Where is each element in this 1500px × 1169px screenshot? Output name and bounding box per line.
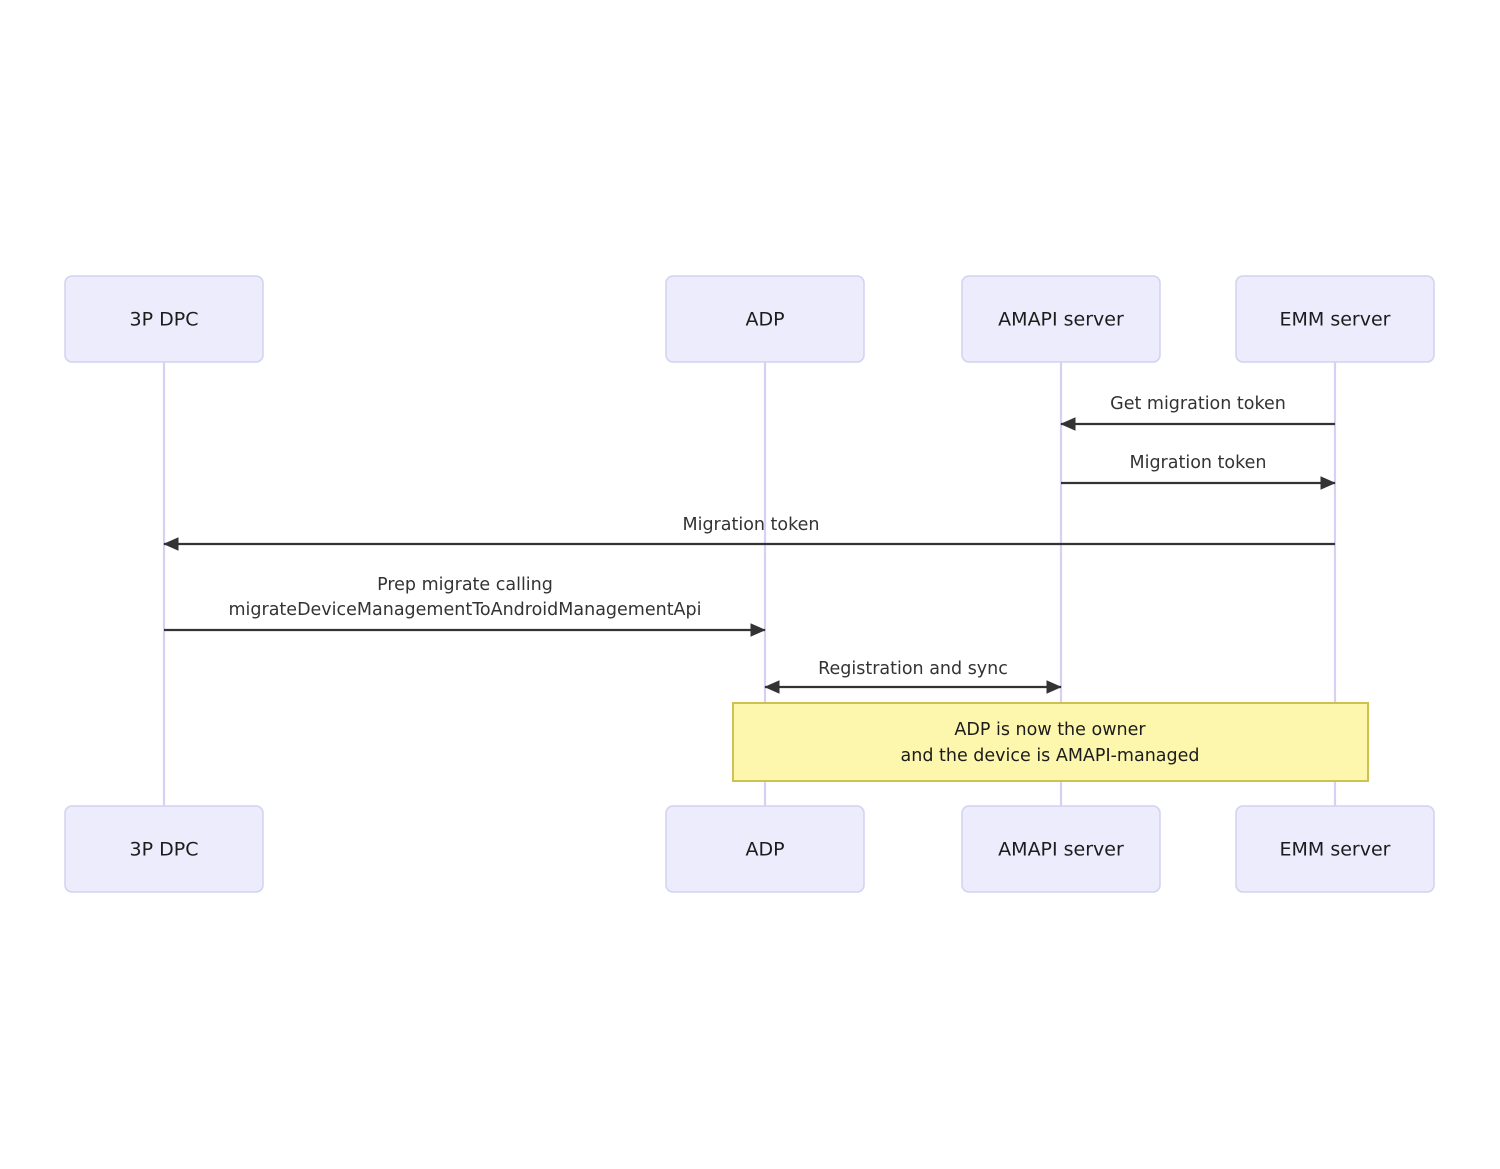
- participant-boxes-bottom: 3P DPC ADP AMAPI server EMM server: [64, 805, 1435, 893]
- participant-box: [1235, 805, 1435, 893]
- message-m2[interactable]: Migration token: [1061, 453, 1336, 490]
- note-box: [732, 702, 1369, 782]
- participant-dpc-bottom[interactable]: 3P DPC: [64, 805, 264, 893]
- message-label-m2: Migration token: [1129, 453, 1266, 473]
- participant-label-emm: EMM server: [1280, 309, 1391, 331]
- participant-dpc-top[interactable]: 3P DPC: [64, 275, 264, 363]
- participant-boxes-top: 3P DPC ADP AMAPI server EMM server: [64, 275, 1435, 363]
- participant-box: [961, 275, 1161, 363]
- participant-label-amapi: AMAPI server: [998, 309, 1124, 331]
- participant-adp-top[interactable]: ADP: [665, 275, 865, 363]
- message-label-m3: Migration token: [682, 515, 819, 535]
- participant-label-amapi: AMAPI server: [998, 839, 1124, 861]
- participant-label-emm: EMM server: [1280, 839, 1391, 861]
- participant-label-dpc: 3P DPC: [130, 839, 199, 861]
- participant-box: [64, 805, 264, 893]
- participant-emm-top[interactable]: EMM server: [1235, 275, 1435, 363]
- participant-amapi-top[interactable]: AMAPI server: [961, 275, 1161, 363]
- participant-adp-bottom[interactable]: ADP: [665, 805, 865, 893]
- message-label-m1: Get migration token: [1110, 394, 1286, 414]
- participant-box: [64, 275, 264, 363]
- message-m3[interactable]: Migration token: [163, 515, 1335, 551]
- participant-amapi-bottom[interactable]: AMAPI server: [961, 805, 1161, 893]
- message-m5[interactable]: Registration and sync: [764, 659, 1062, 694]
- participant-box: [961, 805, 1161, 893]
- participant-box: [665, 805, 865, 893]
- participant-box: [665, 275, 865, 363]
- message-label-m5: Registration and sync: [818, 659, 1008, 679]
- participant-emm-bottom[interactable]: EMM server: [1235, 805, 1435, 893]
- participant-label-dpc: 3P DPC: [130, 309, 199, 331]
- participant-label-adp: ADP: [745, 309, 784, 331]
- participant-box: [1235, 275, 1435, 363]
- participant-label-adp: ADP: [745, 839, 784, 861]
- message-m1[interactable]: Get migration token: [1060, 394, 1335, 431]
